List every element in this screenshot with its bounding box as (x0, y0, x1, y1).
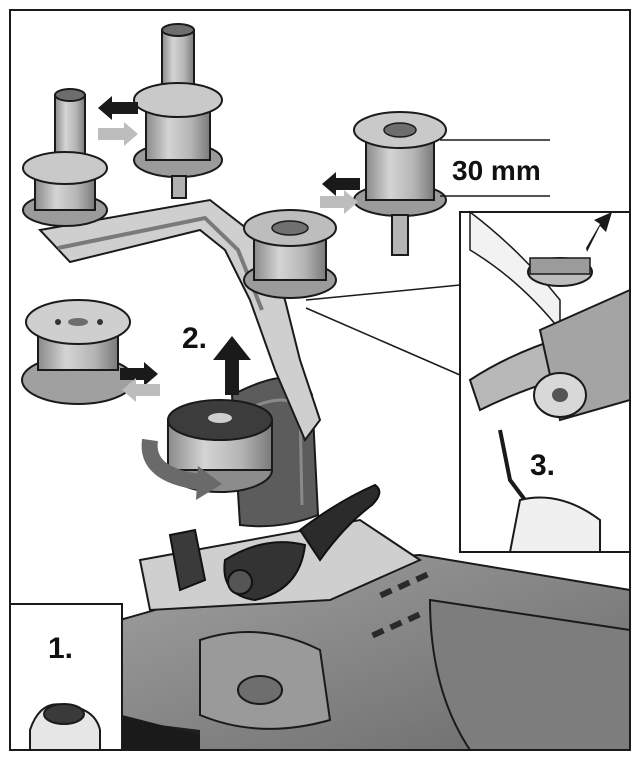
detail-inset-lock-button (9, 603, 200, 751)
clamp-lever (168, 483, 381, 602)
vent-slots (371, 571, 429, 639)
rotate-arrow-icon (141, 438, 222, 500)
loose-flange (21, 299, 135, 405)
step-1-label: 1. (48, 632, 73, 665)
step-3-label: 3. (530, 449, 555, 482)
flange-30mm (353, 111, 447, 256)
flange-post-center (133, 23, 223, 199)
detail-inset-hex-key (459, 210, 631, 553)
flange-bracket-center (243, 209, 337, 299)
flange-post-left (22, 88, 108, 227)
angle-grinder-body (119, 518, 631, 751)
dimension-label: 30 mm (452, 155, 541, 186)
dimension-lines (440, 139, 550, 197)
step-2-label: 2. (182, 322, 207, 355)
callout-lines (305, 284, 461, 376)
